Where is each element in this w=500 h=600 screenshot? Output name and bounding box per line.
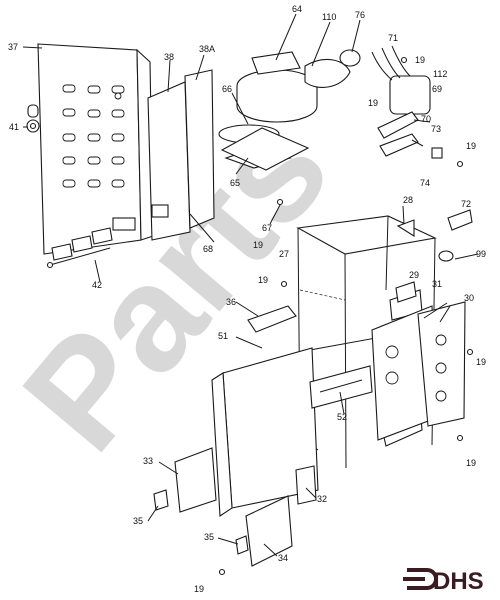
callout-68: 68: [203, 244, 213, 254]
callout-73: 73: [431, 124, 441, 134]
filter-part: [174, 447, 217, 513]
callout-42: 42: [92, 280, 102, 290]
leader-lines: [22, 13, 479, 557]
callout-71: 71: [388, 33, 398, 43]
callout-74: 74: [420, 178, 430, 188]
small-fittings: [395, 209, 473, 303]
callout-64: 64: [292, 4, 302, 14]
callout-37: 37: [8, 42, 18, 52]
callout-34: 34: [278, 553, 288, 563]
callout-19-e: 19: [258, 275, 268, 285]
callout-110: 110: [322, 12, 336, 22]
blower-assembly: [218, 49, 361, 171]
callout-99: 99: [476, 249, 486, 259]
clip-part-upper: [153, 489, 169, 511]
callout-19-a: 19: [415, 55, 425, 65]
front-panel-part: [211, 347, 319, 517]
burner-tray-part: [309, 365, 373, 409]
callout-72: 72: [461, 199, 471, 209]
callout-28: 28: [403, 195, 413, 205]
callout-35-b: 35: [204, 532, 214, 542]
callout-19-h: 19: [194, 584, 204, 594]
callout-19-b: 19: [368, 98, 378, 108]
callout-31: 31: [432, 279, 442, 289]
gas-valve-part: [371, 45, 443, 159]
knob-part: [26, 104, 40, 133]
dhs-logo: DHS: [403, 568, 484, 595]
side-frame-part: [147, 69, 215, 241]
callout-69: 69: [432, 84, 442, 94]
bottom-plate-part: [245, 495, 293, 567]
callout-51: 51: [218, 331, 228, 341]
callout-19-f: 19: [476, 357, 486, 367]
callout-33: 33: [143, 456, 153, 466]
callout-36: 36: [226, 297, 236, 307]
callout-38: 38: [164, 52, 174, 62]
switch-group-part: [49, 227, 113, 266]
callout-labels: 64 110 76 71 19 112 69 19 73 70 19 74 37…: [8, 4, 486, 594]
callout-32: 32: [317, 494, 327, 504]
callout-41: 41: [9, 122, 19, 132]
callout-19-g: 19: [466, 458, 476, 468]
callout-66: 66: [222, 84, 232, 94]
bracket-part: [247, 305, 297, 333]
callout-27: 27: [279, 249, 289, 259]
screw-parts: [46, 56, 474, 576]
dhs-logo-text: DHS: [433, 568, 484, 595]
callout-70: 70: [421, 114, 431, 124]
callout-52: 52: [337, 412, 347, 422]
callout-19-c: 19: [466, 141, 476, 151]
callout-35-a: 35: [133, 516, 143, 526]
side-panel-part: [371, 301, 466, 441]
callout-19-d: 19: [253, 240, 263, 250]
callout-67: 67: [262, 223, 272, 233]
callout-38a: 38A: [199, 44, 215, 54]
callout-65: 65: [230, 178, 240, 188]
callout-76: 76: [355, 10, 365, 20]
callout-29: 29: [409, 270, 419, 280]
front-cover-panel: [37, 43, 154, 255]
callout-112: 112: [433, 69, 447, 79]
clip-part-lower: [235, 535, 249, 555]
leg-part: [295, 465, 317, 505]
callout-30: 30: [464, 293, 474, 303]
